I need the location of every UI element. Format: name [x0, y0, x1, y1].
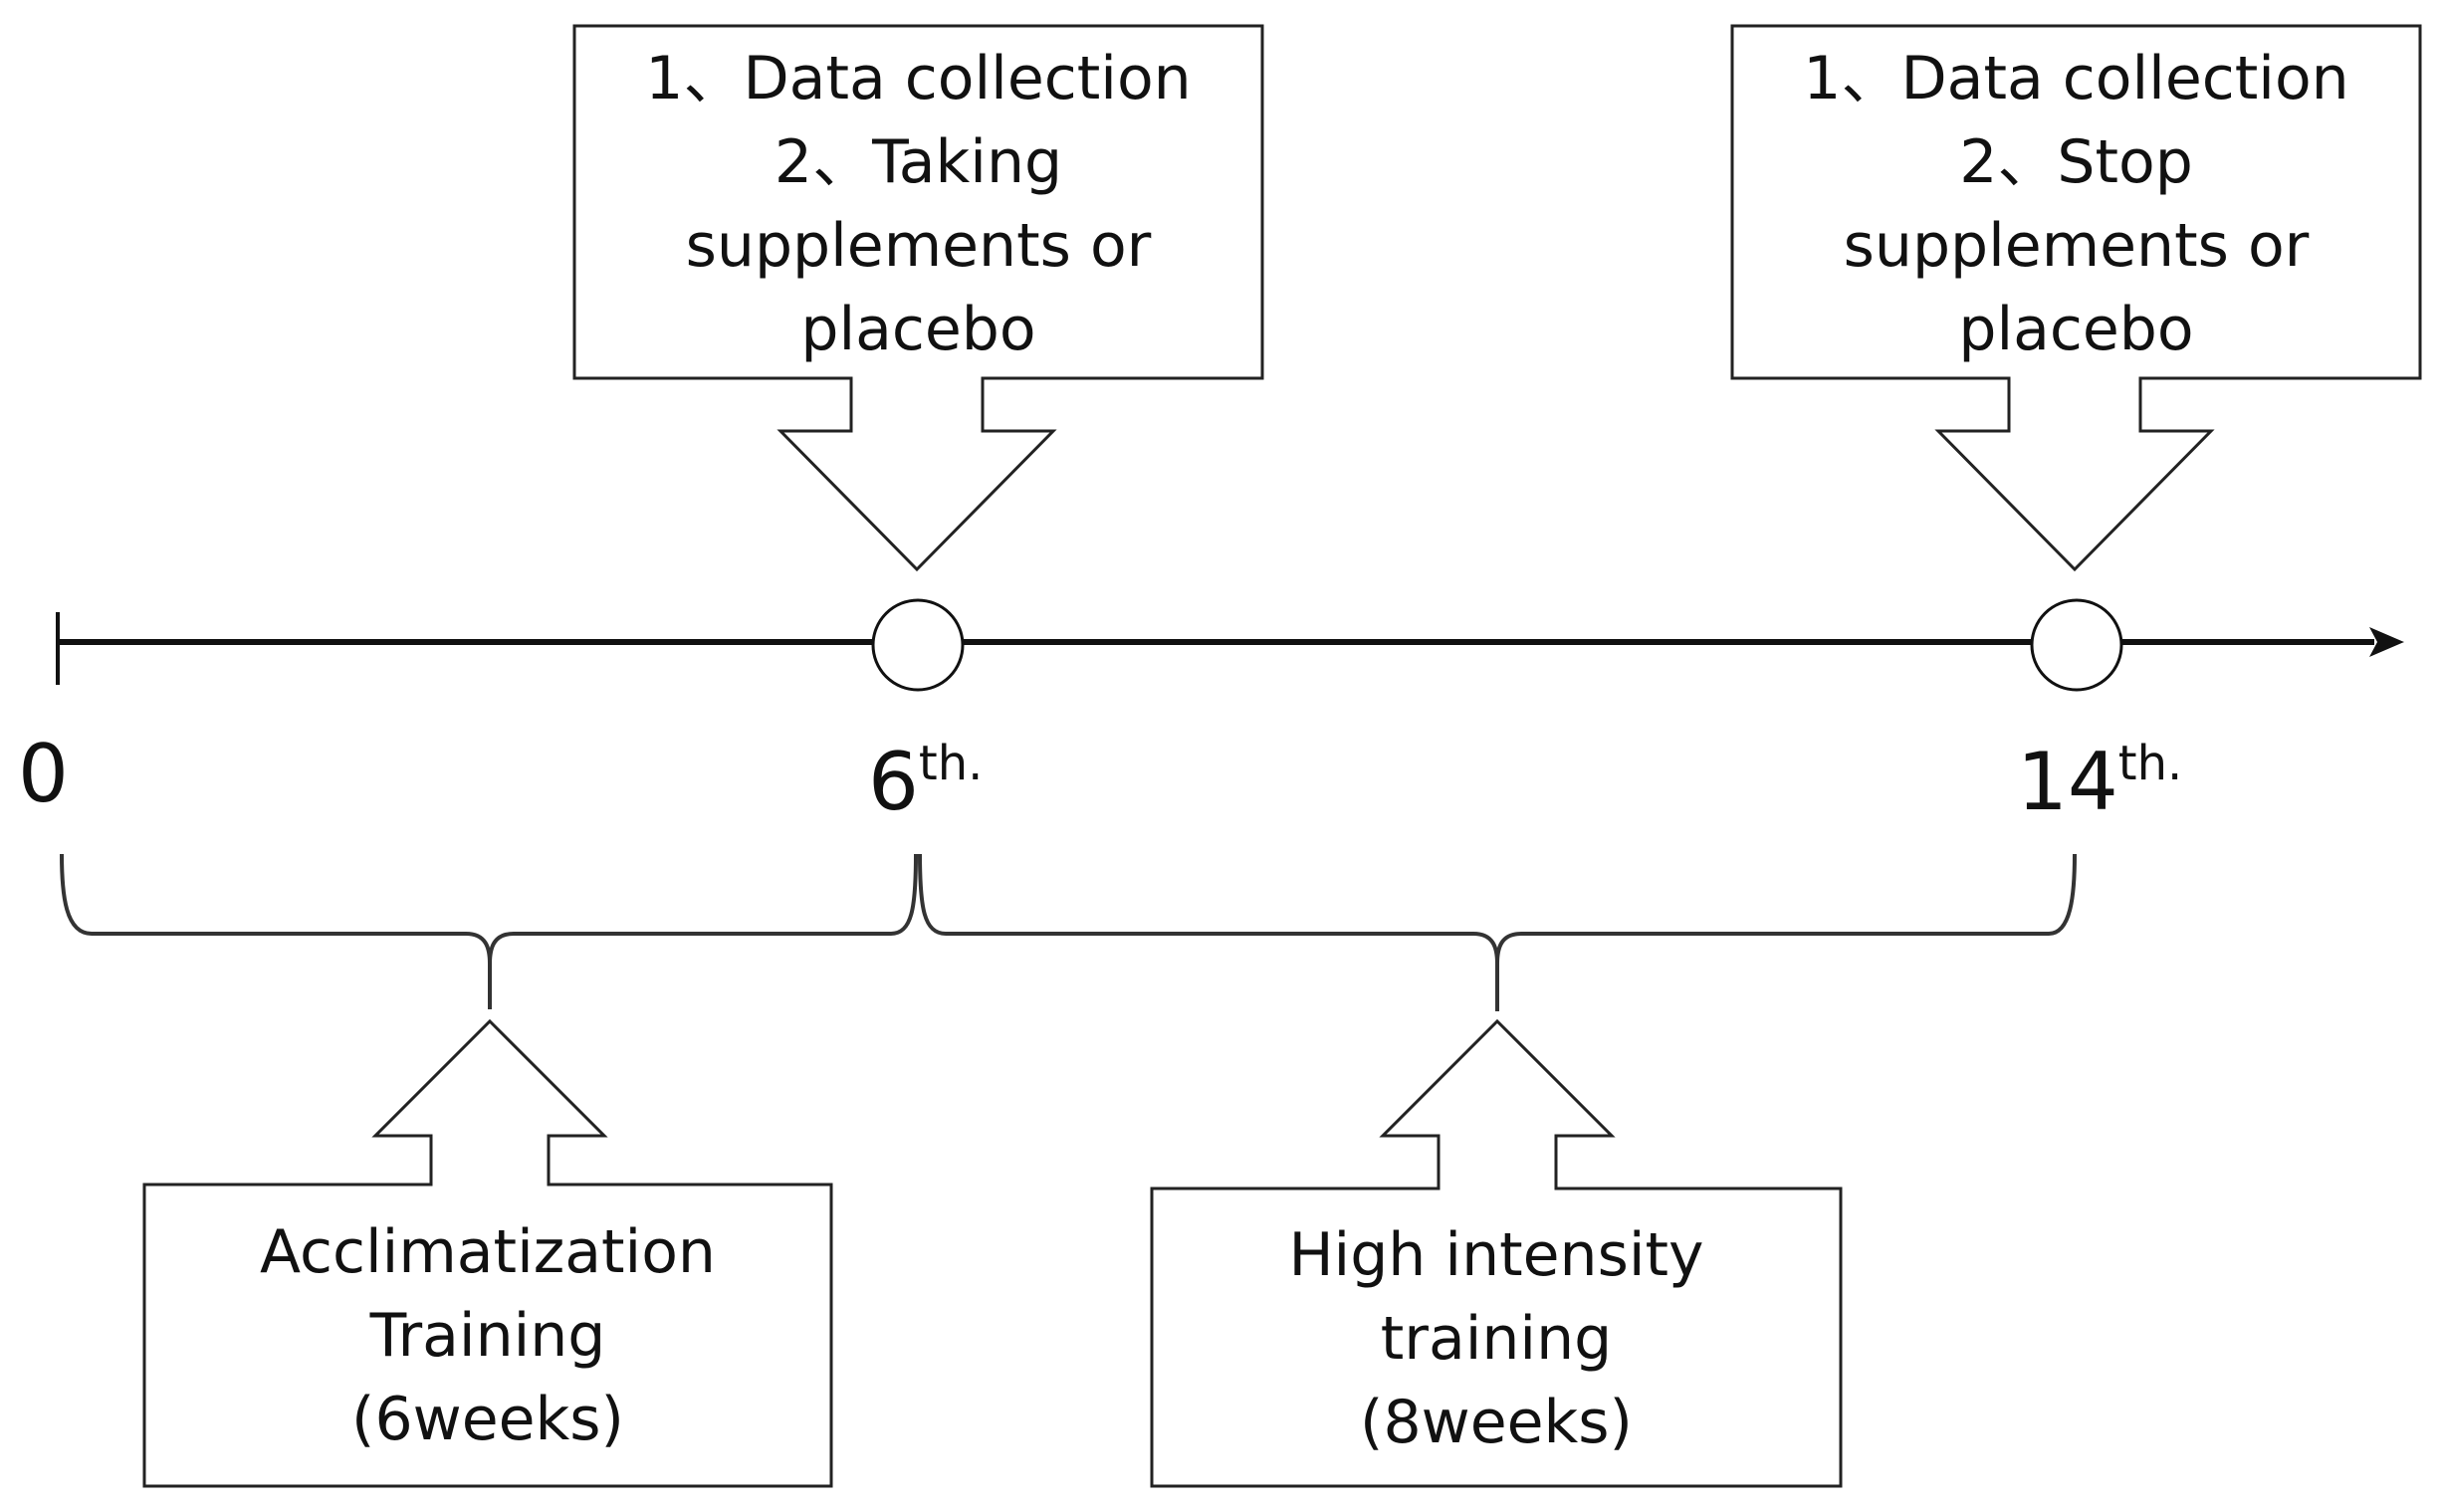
tick-value: 0	[18, 728, 69, 820]
brace-high-intensity	[918, 853, 2077, 1011]
callout-line: placebo	[1958, 294, 2194, 364]
phase-line: (6weeks)	[351, 1385, 624, 1454]
phase-text-acclimatization: Acclimatization Training (6weeks)	[144, 1190, 831, 1481]
tick-label-6: 6th.	[868, 735, 983, 830]
tick-label-0: 0	[18, 727, 69, 822]
phase-line: Acclimatization	[260, 1217, 716, 1287]
callout-line: 1、Data collection	[1803, 43, 2349, 113]
callout-line: 2、Stop	[1959, 126, 2193, 197]
phase-line: training	[1380, 1304, 1613, 1374]
callout-text-week14: 1、Data collection 2、Stop supplements or …	[1732, 32, 2420, 375]
callout-arrow-week14	[1730, 24, 2422, 572]
tick-suffix: th.	[2117, 736, 2183, 791]
brace-acclimatization	[60, 853, 918, 1009]
tick-suffix: th.	[918, 736, 984, 791]
callout-line: supplements or	[685, 210, 1152, 281]
tick-label-14: 14th.	[2017, 735, 2182, 830]
tick-value: 14	[2017, 736, 2118, 828]
callout-line: placebo	[800, 294, 1036, 364]
phase-line: High intensity	[1288, 1220, 1704, 1290]
phase-box-acclimatization	[142, 1018, 833, 1488]
phase-box-high-intensity	[1150, 1018, 1843, 1488]
marker-week6	[871, 598, 965, 692]
phase-line: (8weeks)	[1360, 1388, 1633, 1457]
callout-arrow-week6	[572, 24, 1264, 572]
callout-line: supplements or	[1843, 210, 2310, 281]
axis-arrowhead	[2369, 627, 2404, 657]
callout-line: 2、Taking	[774, 126, 1063, 197]
callout-text-week6: 1、Data collection 2、Taking supplements o…	[574, 32, 1262, 375]
marker-week14	[2030, 598, 2123, 692]
tick-value: 6	[868, 736, 919, 828]
callout-line: 1、Data collection	[645, 43, 1192, 113]
phase-line: Training	[369, 1301, 606, 1371]
phase-text-high-intensity: High intensity training (8weeks)	[1152, 1194, 1841, 1483]
